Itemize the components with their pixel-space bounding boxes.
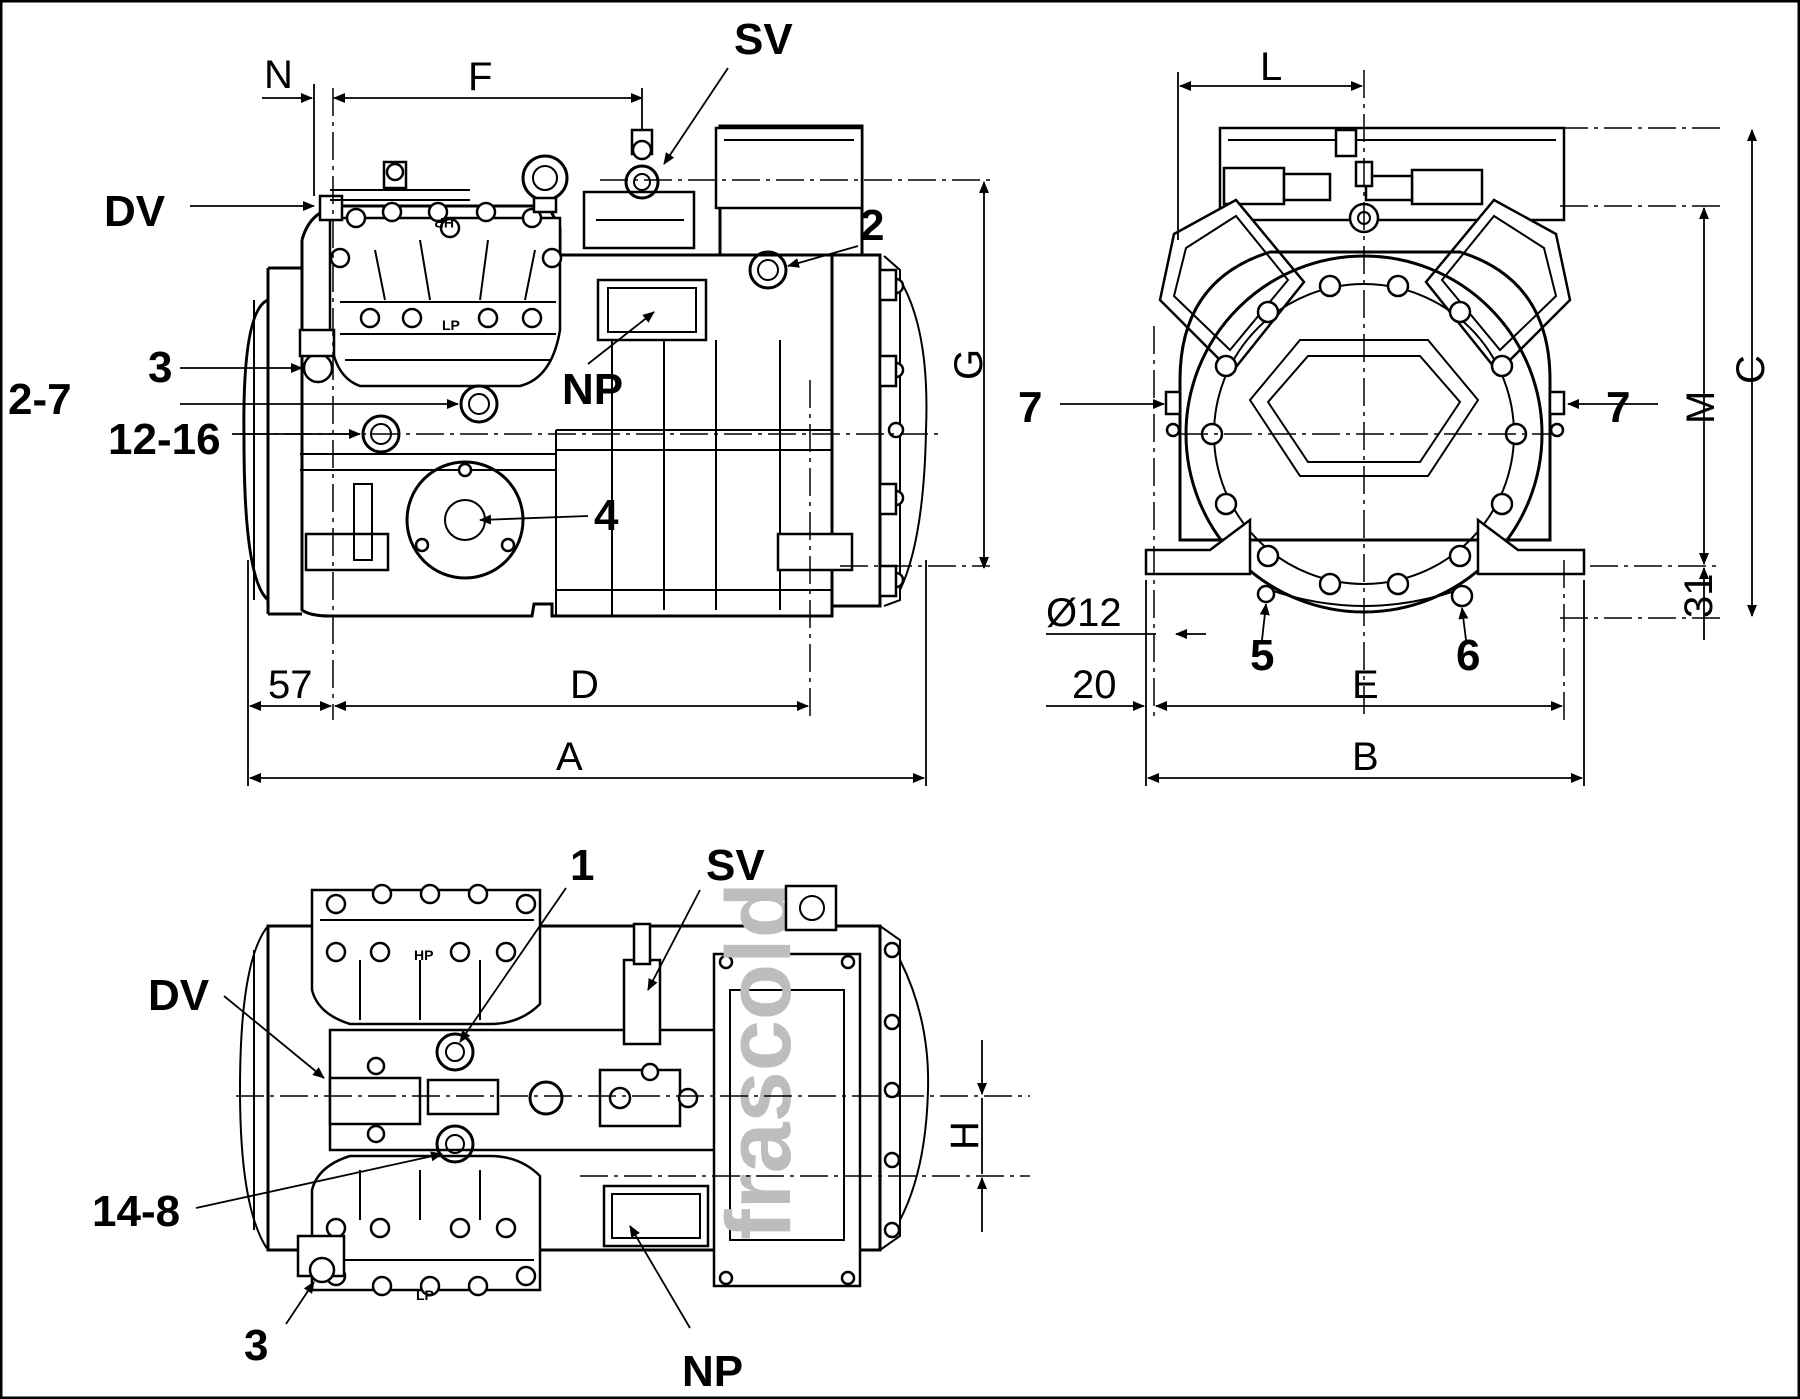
dim-57: 57 bbox=[268, 663, 313, 707]
callout-dv-top: DV bbox=[148, 971, 210, 1020]
callout-6: 6 bbox=[1456, 631, 1480, 680]
side-view-dimensions: N F G 57 D A bbox=[247, 53, 991, 786]
callout-1-top: 1 bbox=[570, 841, 594, 890]
head-hp-mark: HP bbox=[435, 215, 454, 231]
top-view: HP LP frascold bbox=[236, 882, 1030, 1303]
front-view bbox=[1144, 70, 1720, 720]
dim-h: H bbox=[943, 1121, 987, 1150]
side-view-callouts: SV DV 2 3 2-7 12-16 NP 4 bbox=[8, 15, 884, 540]
top-hp-mark: HP bbox=[414, 947, 433, 963]
dim-20: 20 bbox=[1072, 663, 1117, 707]
front-view-dimensions: L C M 31 Ø12 20 E B bbox=[1046, 45, 1773, 786]
dim-b: B bbox=[1352, 735, 1379, 779]
top-view-dimensions: H bbox=[943, 1040, 987, 1232]
callout-5: 5 bbox=[1250, 631, 1274, 680]
callout-7-left: 7 bbox=[1018, 383, 1042, 432]
callout-np-side: NP bbox=[562, 365, 623, 414]
callout-7-right: 7 bbox=[1606, 383, 1630, 432]
side-view: HP LP bbox=[240, 88, 990, 720]
dim-d: D bbox=[570, 663, 599, 707]
dim-f: F bbox=[468, 55, 492, 99]
front-view-callouts: 7 7 5 6 bbox=[1018, 383, 1658, 680]
dim-c: C bbox=[1729, 355, 1773, 384]
frascold-logo: frascold bbox=[708, 882, 810, 1240]
callout-3-side: 3 bbox=[148, 343, 172, 392]
dim-e: E bbox=[1352, 663, 1379, 707]
dim-m: M bbox=[1679, 391, 1723, 424]
callout-2-side: 2 bbox=[860, 201, 884, 250]
callout-3-top: 3 bbox=[244, 1321, 268, 1370]
callout-sv-side: SV bbox=[734, 15, 793, 64]
dim-g: G bbox=[947, 349, 991, 380]
dim-n: N bbox=[264, 53, 293, 97]
callout-4: 4 bbox=[594, 491, 619, 540]
dim-a: A bbox=[556, 735, 583, 779]
dim-d12: Ø12 bbox=[1046, 591, 1122, 635]
callout-dv-side: DV bbox=[104, 187, 166, 236]
callout-2-7: 2-7 bbox=[8, 375, 72, 424]
head-lp-mark: LP bbox=[442, 317, 460, 333]
callout-12-16: 12-16 bbox=[108, 415, 221, 464]
callout-14-8: 14-8 bbox=[92, 1187, 180, 1236]
top-lp-mark: LP bbox=[416, 1287, 434, 1303]
top-view-callouts: 1 SV DV 14-8 3 NP bbox=[92, 841, 765, 1396]
dim-l: L bbox=[1260, 45, 1282, 89]
dim-31: 31 bbox=[1677, 574, 1721, 619]
callout-np-top: NP bbox=[682, 1347, 743, 1396]
callout-sv-top: SV bbox=[706, 841, 765, 890]
